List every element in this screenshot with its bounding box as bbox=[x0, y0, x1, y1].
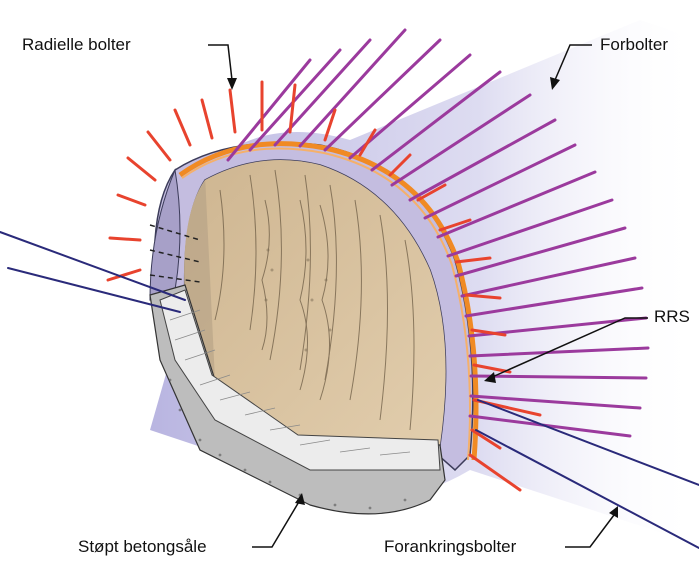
label-forbolter: Forbolter bbox=[600, 35, 668, 55]
leader-radial bbox=[208, 45, 232, 80]
label-rrs: RRS bbox=[654, 307, 690, 327]
arrow-radial bbox=[227, 78, 237, 90]
radial-bolt bbox=[128, 158, 155, 180]
radial-bolt bbox=[230, 90, 235, 132]
radial-bolt bbox=[148, 132, 170, 160]
label-forankringsbolter: Forankringsbolter bbox=[384, 537, 516, 557]
leader-forankring bbox=[565, 515, 614, 547]
radial-bolt bbox=[118, 195, 145, 205]
label-stopt-betongsale: Støpt betongsåle bbox=[78, 537, 207, 557]
leader-stopt bbox=[252, 500, 300, 547]
forbolt bbox=[471, 376, 646, 378]
label-radial-bolts: Radielle bolter bbox=[22, 35, 131, 55]
radial-bolt bbox=[175, 110, 190, 145]
radial-bolt bbox=[202, 100, 212, 138]
radial-bolt bbox=[110, 238, 140, 240]
